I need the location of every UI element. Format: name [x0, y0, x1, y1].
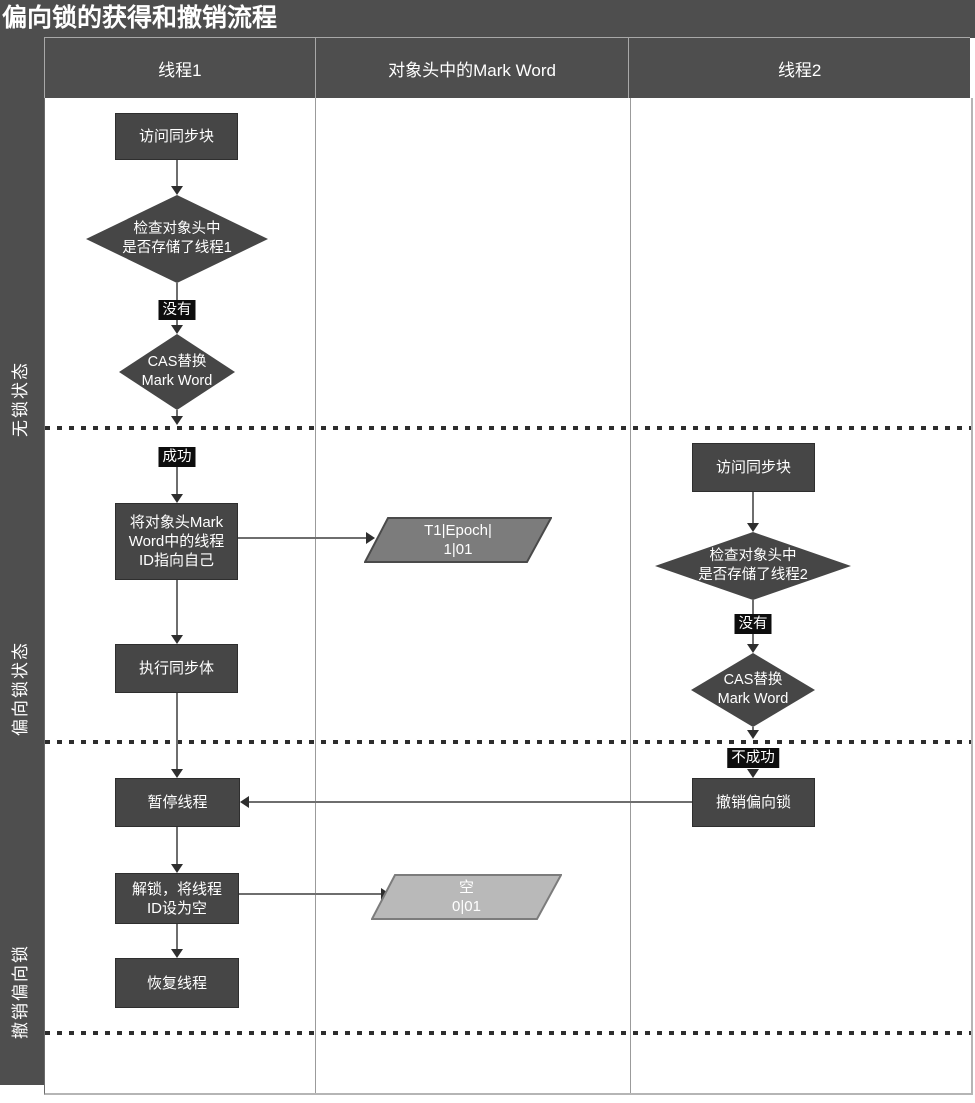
- lane-header-row: 线程1 对象头中的Mark Word 线程2: [44, 37, 970, 98]
- arrowhead-down-icon: [171, 325, 183, 334]
- arrow-line: [176, 160, 178, 187]
- t2-check-owner-diamond: 检查对象头中 是否存储了线程2: [655, 532, 851, 600]
- arrow-line: [238, 537, 366, 539]
- arrowhead-down-icon: [747, 730, 759, 739]
- mw-biased-record: T1|Epoch| 1|01: [363, 517, 553, 563]
- parallelogram-shape: [363, 517, 553, 563]
- t1-check-owner-diamond: 检查对象头中 是否存储了线程1: [86, 195, 268, 283]
- arrow-line: [176, 580, 178, 636]
- lane-header-thread1: 线程1: [158, 60, 202, 80]
- parallelogram-shape: [370, 874, 563, 920]
- arrow-line: [176, 693, 178, 769]
- arrowhead-down-icon: [171, 949, 183, 958]
- t1-unlock-node: 解锁，将线程 ID设为空: [115, 873, 239, 924]
- arrowhead-down-icon: [171, 769, 183, 778]
- phase-divider-1: [45, 426, 971, 430]
- t2-visit-sync-block-node: 访问同步块: [692, 443, 815, 492]
- t1-resume-thread-node: 恢复线程: [115, 958, 239, 1008]
- t2-cas-replace-diamond: CAS替换 Mark Word: [691, 653, 815, 727]
- t1-success-badge: 成功: [158, 447, 196, 467]
- arrowhead-down-icon: [171, 635, 183, 644]
- arrow-line: [176, 924, 178, 949]
- arrowhead-down-icon: [747, 769, 759, 778]
- phase-divider-2: [45, 740, 971, 744]
- arrow-line: [176, 320, 178, 326]
- phase-label-biased: 偏向锁状态: [11, 641, 30, 736]
- arrow-line: [249, 801, 692, 803]
- phase-label-lock-free: 无锁状态: [11, 361, 30, 437]
- phase-label-revoke: 撤销偏向锁: [11, 944, 30, 1039]
- lane-separator-1: [315, 98, 316, 1093]
- phase-strip: [0, 36, 44, 1085]
- t2-fail-badge: 不成功: [727, 748, 779, 768]
- arrowhead-left-icon: [240, 796, 249, 808]
- t2-no-badge: 没有: [734, 614, 772, 634]
- arrow-line: [752, 634, 754, 644]
- t2-revoke-biased-lock-node: 撤销偏向锁: [692, 778, 815, 827]
- phase-divider-3: [45, 1031, 971, 1035]
- t1-set-thread-id-node: 将对象头Mark Word中的线程 ID指向自己: [115, 503, 238, 580]
- arrow-line: [176, 410, 178, 417]
- arrowhead-down-icon: [171, 416, 183, 425]
- lane-header-thread2: 线程2: [628, 38, 970, 98]
- arrow-line: [752, 600, 754, 614]
- arrow-line: [176, 827, 178, 864]
- t1-execute-sync-body-node: 执行同步体: [115, 644, 238, 693]
- lane-header-markword: 对象头中的Mark Word: [314, 38, 629, 98]
- mw-empty-record: 空 0|01: [370, 874, 563, 920]
- t1-pause-thread-node: 暂停线程: [115, 778, 240, 827]
- t1-cas-replace-diamond: CAS替换 Mark Word: [119, 334, 235, 410]
- arrowhead-down-icon: [747, 644, 759, 653]
- arrowhead-down-icon: [171, 494, 183, 503]
- t1-visit-sync-block-node: 访问同步块: [115, 113, 238, 160]
- arrowhead-down-icon: [171, 864, 183, 873]
- lane-separator-2: [630, 98, 631, 1093]
- arrow-line: [752, 727, 754, 731]
- arrowhead-right-icon: [366, 532, 375, 544]
- arrow-line: [239, 893, 381, 895]
- arrow-line: [752, 492, 754, 524]
- arrowhead-down-icon: [747, 523, 759, 532]
- diagram-title: 偏向锁的获得和撤销流程: [0, 0, 975, 38]
- diagram-canvas: 访问同步块 检查对象头中 是否存储了线程1 没有 CAS替换 Mark Word…: [44, 98, 973, 1095]
- t1-no-badge: 没有: [158, 300, 196, 320]
- arrowhead-down-icon: [171, 186, 183, 195]
- arrow-line: [176, 283, 178, 300]
- arrow-line: [176, 467, 178, 495]
